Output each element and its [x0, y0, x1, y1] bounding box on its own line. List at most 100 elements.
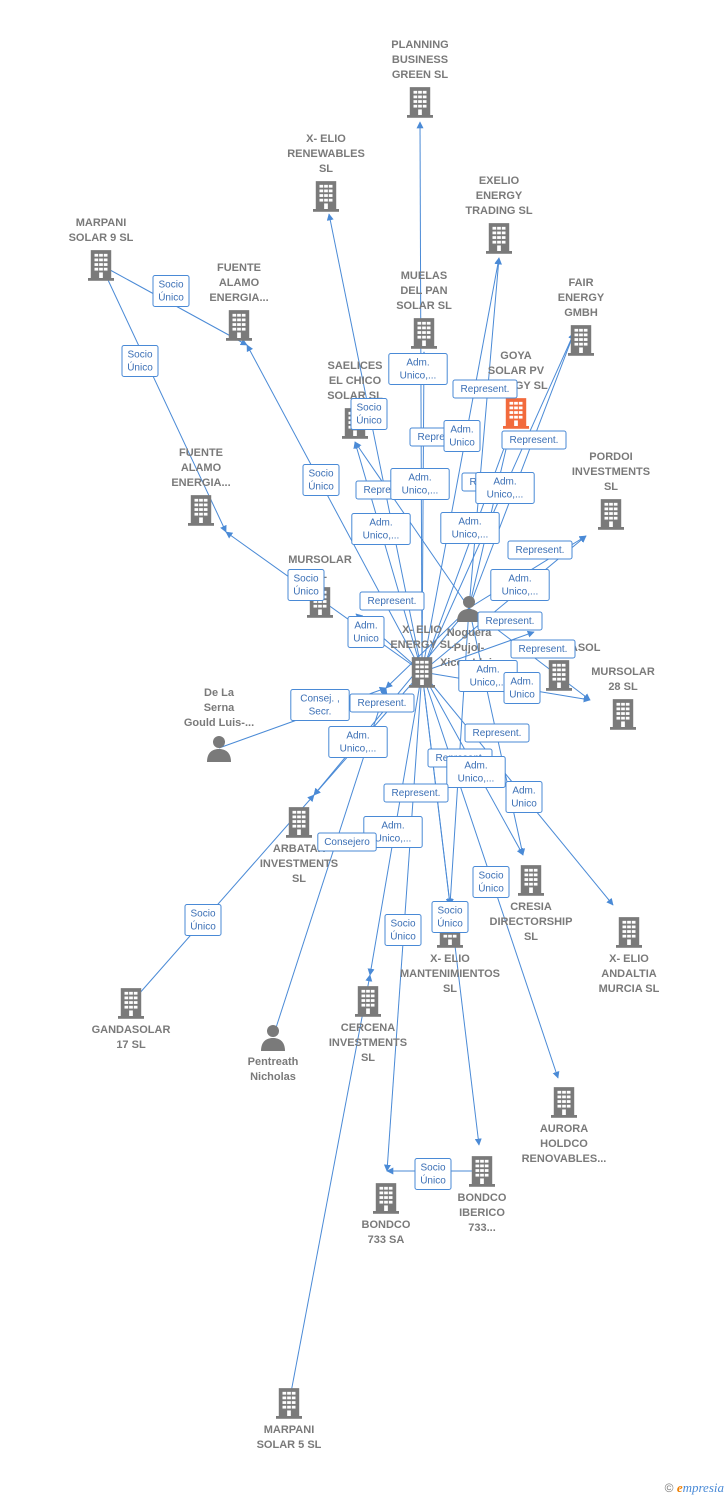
- edge-label-box: [349, 693, 415, 713]
- edge-label[interactable]: Adm. Unico,...: [351, 513, 411, 545]
- edge-label[interactable]: Represent.: [359, 591, 425, 611]
- edge-label-box: [475, 472, 535, 504]
- edge-label-text: Adm.: [369, 518, 392, 529]
- edge-label[interactable]: Adm.Unico: [505, 781, 543, 813]
- edge-label[interactable]: Adm.Unico,...: [475, 472, 535, 504]
- edge-label-text: Socio: [478, 871, 503, 882]
- edge-label[interactable]: Adm.Unico,...: [446, 756, 506, 788]
- edge-label[interactable]: Consej. ,Secr.: [290, 689, 350, 721]
- edge-label-text: Secr.: [309, 707, 332, 718]
- edge-label-text: Adm.: [406, 358, 429, 369]
- edge-marpani5-to-cercena: [288, 974, 373, 1404]
- node-label-line: MURCIA SL: [599, 983, 660, 995]
- node-aurora[interactable]: AURORAHOLDCORENOVABLES...: [522, 1087, 607, 1165]
- edge-noguera-to-exelio: [468, 257, 502, 609]
- building-icon: [568, 325, 594, 356]
- edge-label-box: [328, 726, 388, 758]
- edge-label-text: Represent.: [510, 435, 559, 446]
- edge-label[interactable]: Adm.Unico: [443, 420, 481, 452]
- edge-label-box: [290, 689, 350, 721]
- brand-logo[interactable]: empresia: [676, 1480, 724, 1495]
- edge-label-box: [359, 591, 425, 611]
- edge-label[interactable]: Consejero: [317, 832, 377, 852]
- person-icon: [457, 596, 481, 622]
- edge-label[interactable]: Adm.Unico,...: [363, 816, 423, 848]
- edge-label[interactable]: Represent.: [464, 723, 530, 743]
- edge-label-box: [505, 781, 543, 813]
- node-fuente1[interactable]: FUENTEALAMOENERGIA...: [209, 262, 269, 341]
- node-bondco_ib[interactable]: BONDCOIBERICO733...: [458, 1156, 507, 1234]
- building-icon: [88, 250, 114, 281]
- edge-label-box: [388, 353, 448, 385]
- edge-label[interactable]: Adm.Unico: [347, 616, 385, 648]
- building-icon: [276, 1388, 302, 1419]
- edge-label[interactable]: Represent.: [477, 611, 543, 631]
- edge-label[interactable]: Represent.: [510, 639, 576, 659]
- building-icon: [486, 223, 512, 254]
- node-fuente2[interactable]: FUENTEALAMOENERGIA...: [171, 447, 231, 526]
- edge-label[interactable]: Represent.: [507, 540, 573, 560]
- edge-label[interactable]: Represent.: [452, 379, 518, 399]
- edge-label-text: Unico,...: [363, 531, 400, 542]
- edge-label[interactable]: Adm.Unico,...: [388, 353, 448, 385]
- edge-label[interactable]: Represent.: [383, 783, 449, 803]
- edge-label[interactable]: Adm.Unico,...: [390, 468, 450, 500]
- edge-label-text: Socio: [390, 919, 415, 930]
- edge-label[interactable]: Adm.Unico,...: [440, 512, 500, 544]
- edge-label-text: Unico: [353, 634, 379, 645]
- edge-label-box: [446, 756, 506, 788]
- node-label-line: BONDCO: [458, 1192, 507, 1204]
- node-label-line: Serna: [204, 702, 235, 714]
- edge-label-box: [440, 512, 500, 544]
- node-label-line: MUELAS: [401, 270, 447, 282]
- edge-label[interactable]: Represent.: [349, 693, 415, 713]
- node-label-line: Nicholas: [250, 1071, 296, 1083]
- edge-label[interactable]: Adm.Unico: [503, 672, 541, 704]
- node-label-line: ENERGY: [476, 190, 523, 202]
- edge-label-text: Adm.: [464, 761, 487, 772]
- edge-label[interactable]: Adm.Unico,...: [328, 726, 388, 758]
- node-label-line: MANTENIMIENTOS: [400, 968, 500, 980]
- building-icon: [610, 699, 636, 730]
- node-label-line: ALAMO: [181, 462, 222, 474]
- edge-label[interactable]: Represent.: [501, 430, 567, 450]
- edge-label[interactable]: Adm.Unico,...: [490, 569, 550, 601]
- building-icon: [409, 657, 435, 688]
- edge-label-text: Adm.: [408, 473, 431, 484]
- node-label-line: ARBATAX: [273, 843, 326, 855]
- edge-xelio_en-to-exelio: [421, 257, 502, 673]
- node-label-line: BONDCO: [362, 1219, 411, 1231]
- edge-label-text: Represent.: [358, 698, 407, 709]
- edge-label-box: [384, 914, 422, 946]
